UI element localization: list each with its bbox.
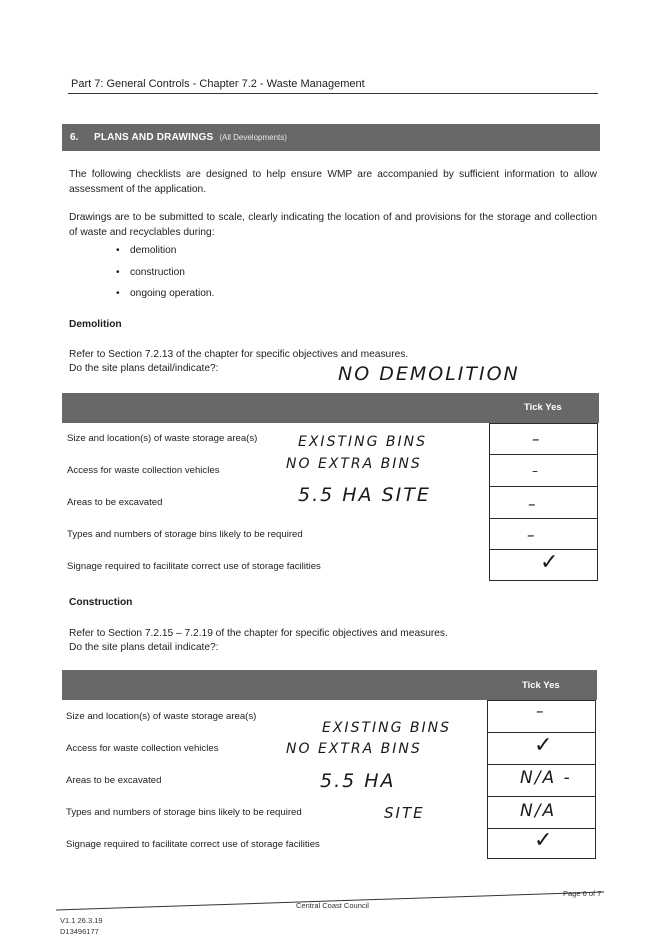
handwritten-entry: NO EXTRA BINS: [286, 456, 422, 472]
demolition-row-label: Access for waste collection vehicles: [67, 465, 220, 476]
list-item: •construction: [116, 266, 185, 278]
demolition-row-label: Types and numbers of storage bins likely…: [67, 529, 303, 540]
page-header-title: Part 7: General Controls - Chapter 7.2 -…: [71, 78, 365, 90]
row-divider: [487, 828, 596, 829]
tick-mark: –: [527, 526, 537, 544]
checkmark: ✓: [534, 733, 555, 758]
tick-mark: –: [532, 464, 540, 478]
construction-tick-column: [487, 700, 596, 859]
tick-mark: –: [536, 702, 546, 720]
row-divider: [489, 549, 598, 550]
handwritten-entry: 5.5 HA SITE: [298, 484, 431, 506]
checkmark: ✓: [534, 828, 555, 853]
demolition-row-label: Size and location(s) of waste storage ar…: [67, 433, 258, 444]
footer-council: Central Coast Council: [296, 901, 369, 910]
section-subtitle: (All Developments): [219, 133, 287, 142]
demolition-tick-header: Tick Yes: [524, 402, 562, 413]
handwritten-entry: EXISTING BINS: [298, 434, 427, 450]
footer-version: V1.1 26.3.19: [60, 916, 103, 925]
row-divider: [487, 764, 596, 765]
demolition-question: Do the site plans detail/indicate?:: [69, 363, 219, 374]
row-divider: [487, 796, 596, 797]
tick-mark: –: [528, 495, 538, 513]
drawings-paragraph: Drawings are to be submitted to scale, c…: [69, 212, 597, 238]
header-divider: [68, 93, 598, 94]
intro-paragraph: The following checklists are designed to…: [69, 169, 597, 195]
footer-rule: [55, 888, 605, 912]
handwritten-entry: NO EXTRA BINS: [286, 741, 422, 757]
construction-tick-header: Tick Yes: [522, 680, 560, 691]
row-divider: [489, 486, 598, 487]
row-divider: [487, 732, 596, 733]
construction-row-label: Types and numbers of storage bins likely…: [66, 807, 302, 818]
tick-mark: –: [532, 430, 542, 448]
demolition-row-label: Signage required to facilitate correct u…: [67, 561, 321, 572]
tick-mark: N/A: [520, 801, 557, 821]
row-divider: [489, 454, 598, 455]
construction-refer-line: Refer to Section 7.2.15 – 7.2.19 of the …: [69, 628, 448, 639]
section-title: PLANS AND DRAWINGS: [94, 132, 214, 143]
demolition-table-header: [62, 393, 599, 423]
construction-row-label: Areas to be excavated: [66, 775, 162, 786]
list-item: •ongoing operation.: [116, 288, 215, 299]
handwritten-entry: EXISTING BINS: [322, 720, 451, 736]
construction-row-label: Size and location(s) of waste storage ar…: [66, 711, 257, 722]
checkmark: ✓: [540, 550, 561, 575]
construction-row-label: Access for waste collection vehicles: [66, 743, 219, 754]
footer-page-number: Page 6 of 7: [563, 889, 602, 898]
handwritten-entry: SITE: [384, 804, 425, 822]
bullet-list: •demolition •construction •ongoing opera…: [116, 245, 214, 310]
construction-row-label: Signage required to facilitate correct u…: [66, 839, 320, 850]
tick-mark: N/A -: [520, 768, 572, 788]
demolition-tick-column: [489, 423, 598, 581]
construction-heading: Construction: [69, 597, 133, 608]
section-number: 6.: [70, 132, 79, 143]
section-heading-bar: 6. PLANS AND DRAWINGS (All Developments): [62, 124, 600, 151]
demolition-row-label: Areas to be excavated: [67, 497, 163, 508]
demolition-heading: Demolition: [69, 319, 122, 330]
row-divider: [489, 518, 598, 519]
list-item: •demolition: [116, 245, 177, 256]
construction-question: Do the site plans detail indicate?:: [69, 642, 219, 653]
handwritten-demolition-note: NO DEMOLITION: [338, 363, 520, 385]
construction-table-header: [62, 670, 597, 700]
demolition-refer-line: Refer to Section 7.2.13 of the chapter f…: [69, 349, 409, 360]
handwritten-entry: 5.5 HA: [320, 770, 396, 792]
footer-doc-id: D13496177: [60, 927, 99, 936]
